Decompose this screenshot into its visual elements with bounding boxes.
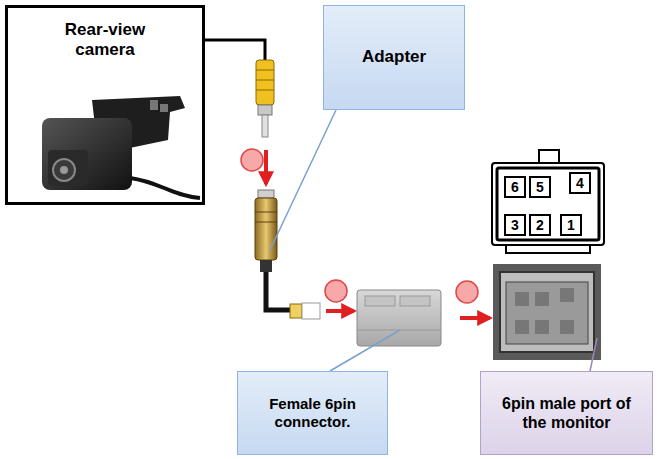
camera-box: Rear-view camera <box>5 5 205 205</box>
box-label: 6pin male port of the monitor <box>492 394 642 432</box>
monitor-port-illustration <box>493 264 601 360</box>
pin-label: 1 <box>567 217 575 234</box>
pin-label: 3 <box>511 217 519 234</box>
camera-illustration <box>42 96 200 198</box>
box-label: Rear-view camera <box>50 20 160 61</box>
box-label: Adapter <box>362 47 426 67</box>
pin-number: 6 <box>504 176 526 198</box>
camera-box-fill <box>5 5 205 205</box>
callout-box: Adapter <box>323 5 465 110</box>
pin-number: 3 <box>504 214 526 236</box>
adapter-illustration <box>255 190 320 319</box>
rca-plug <box>256 60 274 137</box>
pin-label: 2 <box>536 217 544 234</box>
leader-lines <box>270 110 597 371</box>
camera-cable <box>205 40 265 62</box>
pin-number: 4 <box>569 172 591 194</box>
pin-label: 6 <box>511 179 519 196</box>
pinout-housing <box>492 150 604 253</box>
callout-box: 6pin male port of the monitor <box>480 371 653 455</box>
pin-label: 5 <box>536 179 544 196</box>
pin-label: 4 <box>576 175 584 192</box>
box-label: Female 6pin connector. <box>253 395 373 431</box>
pin-number: 5 <box>529 176 551 198</box>
female-connector-illustration <box>357 290 441 346</box>
pin-number: 2 <box>529 214 551 236</box>
callout-box: Female 6pin connector. <box>237 371 388 455</box>
pin-number: 1 <box>560 214 582 236</box>
